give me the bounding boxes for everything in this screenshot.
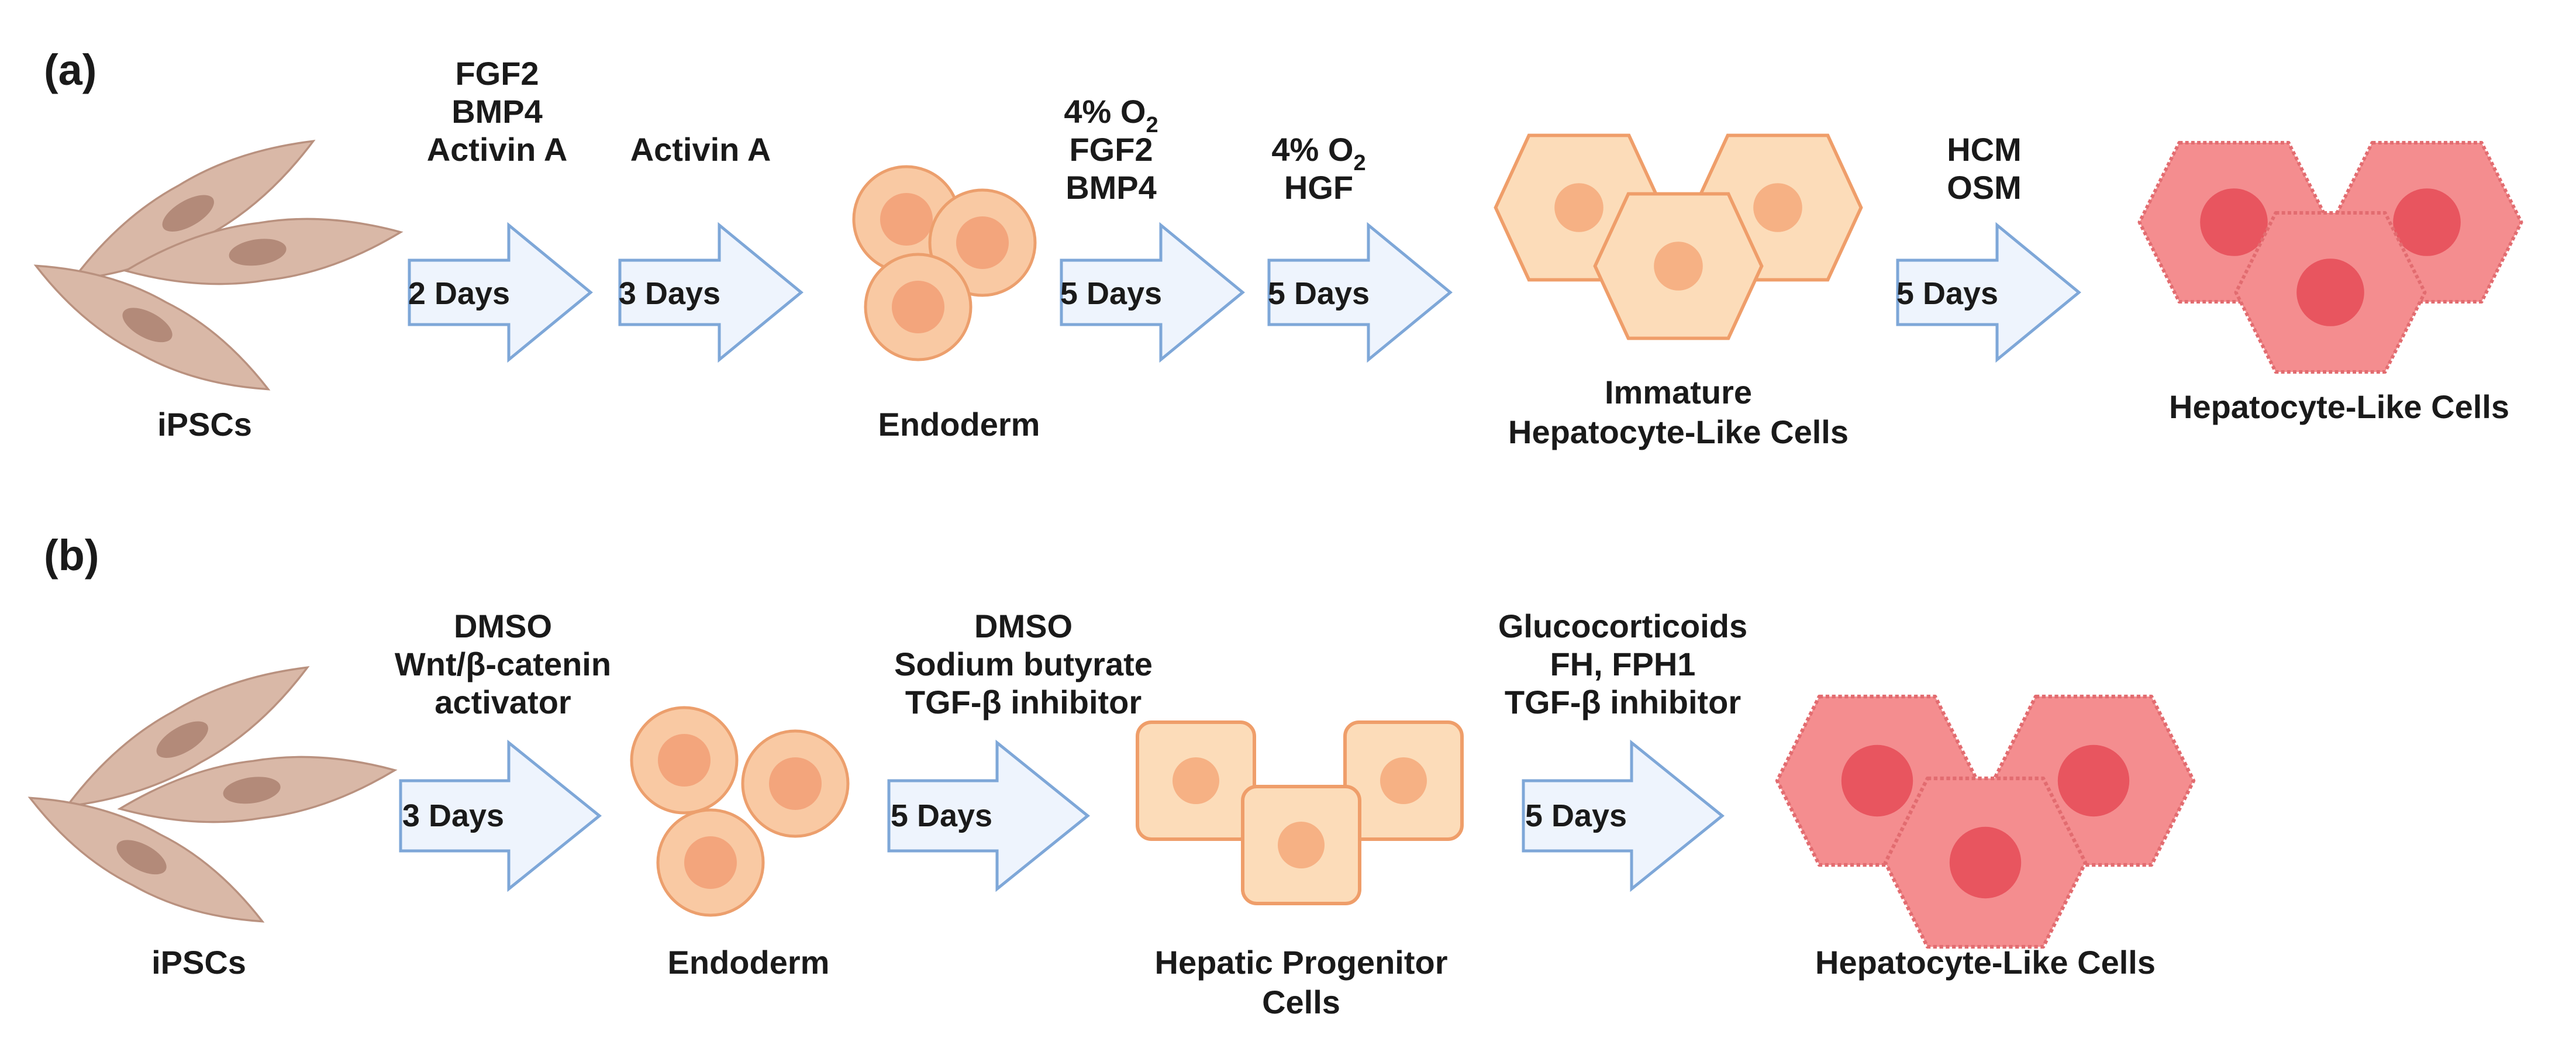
step4-condition-1: 4% O2 — [1271, 131, 1365, 175]
b-step3-duration: 5 Days — [1525, 798, 1627, 833]
step5-condition-2: OSM — [1947, 169, 2022, 206]
b-step3-condition-3: TGF-β inhibitor — [1505, 684, 1741, 720]
b-step1-arrow — [399, 739, 602, 892]
step5-condition-1: HCM — [1947, 131, 2022, 168]
b-step2-arrow — [887, 739, 1090, 892]
b-step2-condition-1: DMSO — [974, 608, 1073, 644]
step3-duration: 5 Days — [1060, 276, 1162, 311]
step3-condition-1: 4% O2 — [1064, 93, 1158, 137]
step1-duration: 2 Days — [408, 276, 510, 311]
b-step1-duration: 3 Days — [402, 798, 504, 833]
step1-condition-1: FGF2 — [455, 55, 539, 92]
ipsc-cells-icon-b — [15, 641, 400, 949]
immature-hepatocyte-cells-icon — [1496, 136, 1861, 339]
step3-arrow — [1060, 222, 1245, 363]
ipsc-cells-icon — [21, 115, 406, 416]
step1-arrow — [408, 222, 593, 363]
step3-condition-2: FGF2 — [1069, 131, 1153, 168]
hlc-label-b: Hepatocyte-Like Cells — [1815, 944, 2156, 981]
step2-condition-1: Activin A — [630, 131, 771, 168]
endoderm-cells-icon-b — [632, 708, 848, 915]
hlc-label-a: Hepatocyte-Like Cells — [2169, 388, 2509, 425]
ipscs-label-b: iPSCs — [151, 944, 246, 981]
b-step3-arrow — [1522, 739, 1725, 892]
progenitor-label-line1: Hepatic Progenitor — [1155, 944, 1448, 981]
b-step1-condition-3: activator — [434, 684, 571, 720]
step5-duration: 5 Days — [1896, 276, 1998, 311]
panel-b-label: (b) — [44, 531, 99, 580]
hepatocyte-like-cells-icon-b — [1777, 696, 2194, 947]
immature-label-line1: Immature — [1605, 374, 1752, 411]
progenitor-label-line2: Cells — [1262, 984, 1340, 1020]
b-step1-condition-1: DMSO — [454, 608, 552, 644]
panel-a-label: (a) — [44, 46, 96, 94]
step2-arrow — [618, 222, 804, 363]
b-step2-condition-3: TGF-β inhibitor — [905, 684, 1142, 720]
endoderm-label-b: Endoderm — [668, 944, 830, 981]
step4-arrow — [1267, 222, 1453, 363]
hepatocyte-like-cells-icon-a — [2140, 143, 2522, 372]
b-step2-duration: 5 Days — [891, 798, 992, 833]
step4-condition-2: HGF — [1284, 169, 1353, 206]
step5-arrow — [1896, 222, 2081, 363]
b-step3-condition-2: FH, FPH1 — [1550, 646, 1696, 682]
step1-condition-3: Activin A — [427, 131, 568, 168]
b-step2-condition-2: Sodium butyrate — [894, 646, 1153, 682]
step4-duration: 5 Days — [1268, 276, 1370, 311]
b-step3-condition-1: Glucocorticoids — [1498, 608, 1747, 644]
ipscs-label: iPSCs — [157, 406, 252, 443]
step1-condition-2: BMP4 — [451, 93, 543, 130]
endoderm-label: Endoderm — [878, 406, 1040, 443]
step3-condition-3: BMP4 — [1065, 169, 1157, 206]
immature-label-line2: Hepatocyte-Like Cells — [1508, 413, 1849, 450]
hepatic-progenitor-cells-icon — [1137, 722, 1462, 904]
endoderm-cells-icon — [854, 167, 1035, 360]
step2-duration: 3 Days — [619, 276, 720, 311]
b-step1-condition-2: Wnt/β-catenin — [395, 646, 611, 682]
